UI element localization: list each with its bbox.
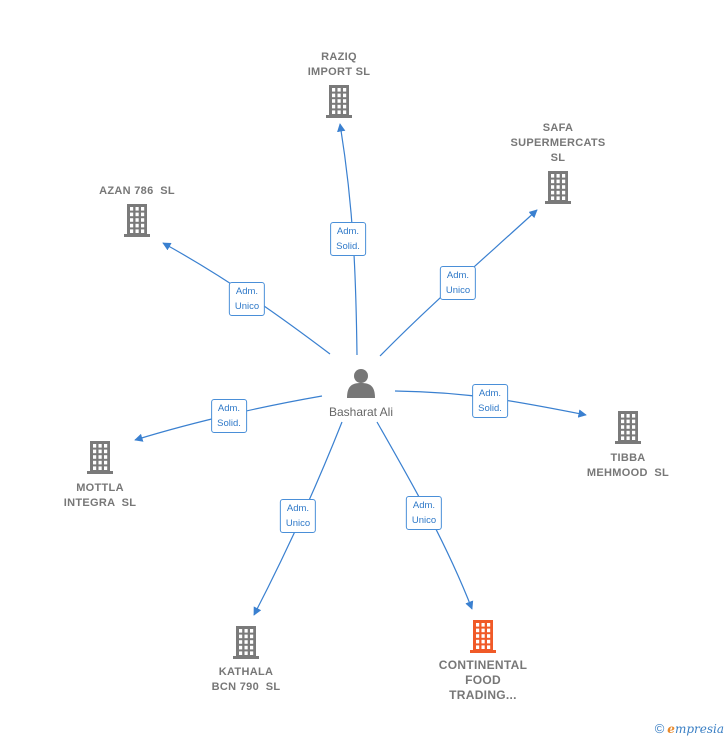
edge-label-azan[interactable]: Adm. Unico: [228, 282, 266, 316]
edge-label-tibba[interactable]: Adm. Solid.: [472, 384, 508, 418]
building-icon: [124, 204, 150, 237]
edge-label-continental[interactable]: Adm. Unico: [405, 496, 443, 530]
center-person-label[interactable]: Basharat Ali: [328, 405, 394, 419]
company-label-continental[interactable]: CONTINENTAL FOOD TRADING...: [438, 658, 528, 702]
company-label-raziq[interactable]: RAZIQ IMPORT SL: [307, 51, 371, 78]
company-label-azan[interactable]: AZAN 786 SL: [99, 185, 175, 197]
edge-label-kathala[interactable]: Adm. Unico: [279, 499, 317, 533]
copyright-symbol: ©: [654, 721, 665, 736]
building-icon: [545, 171, 571, 204]
brand-initial: e: [667, 722, 675, 736]
person-icon: [347, 369, 375, 398]
company-label-mottla[interactable]: MOTTLA INTEGRA SL: [63, 482, 137, 509]
edge-label-raziq[interactable]: Adm. Solid.: [330, 222, 366, 256]
building-icon: [326, 85, 352, 118]
brand-watermark: ©empresia: [655, 721, 724, 736]
company-label-safa[interactable]: SAFA SUPERMERCATS SL: [510, 122, 606, 164]
brand-name: mpresia: [674, 722, 724, 736]
building-icon: [615, 411, 641, 444]
company-label-kathala[interactable]: KATHALA BCN 790 SL: [211, 666, 281, 693]
edge-label-safa[interactable]: Adm. Unico: [439, 266, 477, 300]
company-label-tibba[interactable]: TIBBA MEHMOOD SL: [586, 452, 670, 479]
building-icon: [87, 441, 113, 474]
building-icon: [470, 620, 496, 653]
building-icon: [233, 626, 259, 659]
edge-label-mottla[interactable]: Adm. Solid.: [211, 399, 247, 433]
